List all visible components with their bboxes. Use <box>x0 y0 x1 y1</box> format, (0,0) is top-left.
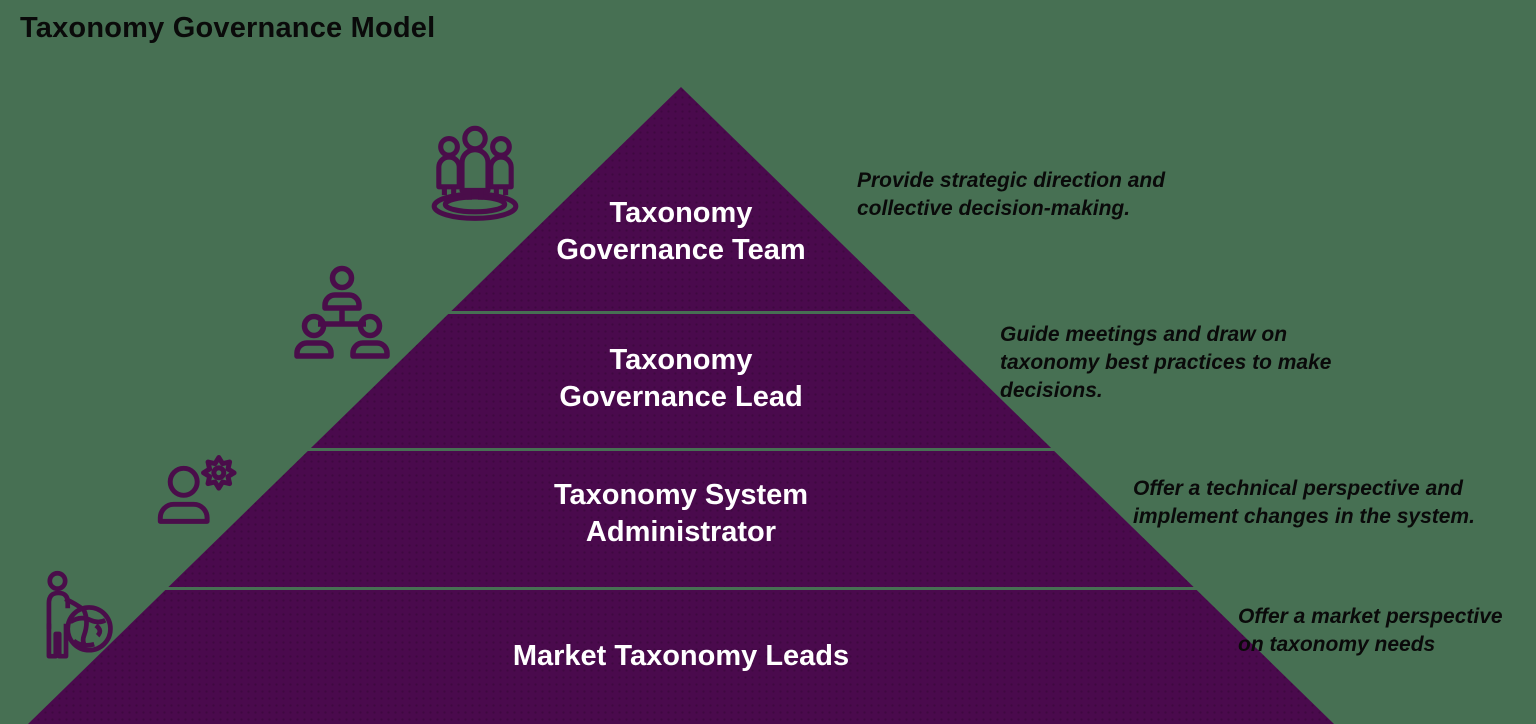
tier-description-governance-team: Provide strategic direction and collecti… <box>857 169 1166 220</box>
org-chart-icon <box>291 263 393 363</box>
pyramid-tier-band-3 <box>28 451 1334 587</box>
person-gear-icon <box>154 449 244 529</box>
person-globe-icon <box>29 569 115 663</box>
tier-description-market-taxonomy-leads: Offer a market perspective on taxonomy n… <box>1238 605 1503 656</box>
tier-description-governance-lead: Guide meetings and draw on taxonomy best… <box>1000 323 1332 402</box>
page-title: Taxonomy Governance Model <box>20 12 436 44</box>
tier-description-system-administrator: Offer a technical perspective and implem… <box>1133 477 1475 528</box>
people-group-icon <box>428 120 522 222</box>
pyramid-tier-band-4 <box>28 590 1334 724</box>
